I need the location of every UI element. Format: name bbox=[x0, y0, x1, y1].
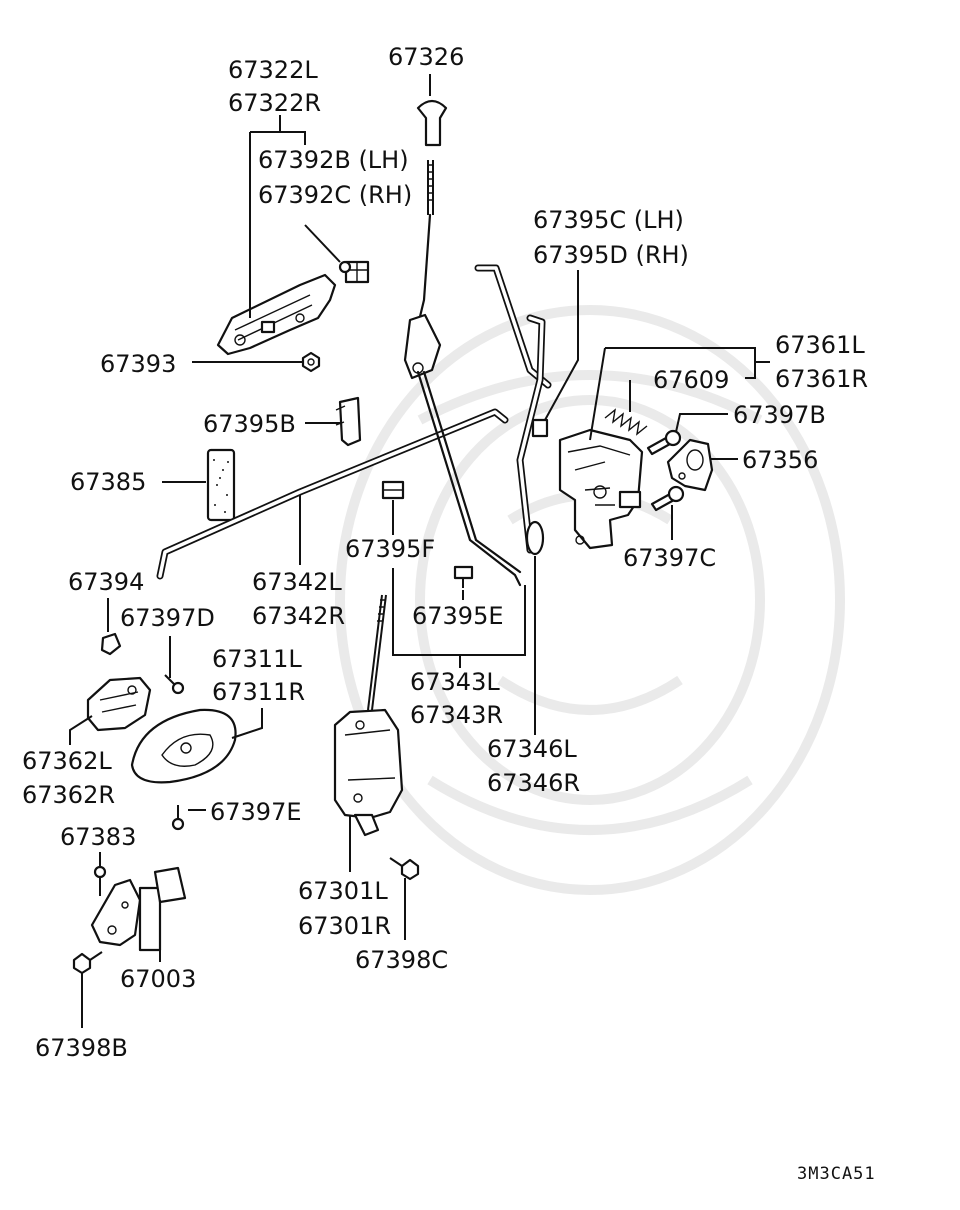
label-67395B: 67395B bbox=[203, 410, 296, 438]
label-67301L: 67301L bbox=[298, 877, 388, 905]
striker-part bbox=[666, 438, 714, 492]
latch-clip-part bbox=[531, 418, 549, 438]
label-67322L: 67322L bbox=[228, 56, 318, 84]
label-67343R: 67343R bbox=[410, 701, 503, 729]
label-67395F: 67395F bbox=[345, 535, 435, 563]
label-67394: 67394 bbox=[68, 568, 144, 596]
spring-part bbox=[604, 408, 648, 436]
foam-pad-part bbox=[206, 448, 236, 522]
label-67397B: 67397B bbox=[733, 401, 826, 429]
label-67395C: 67395C (LH) bbox=[533, 206, 684, 234]
bolt-b-part bbox=[72, 951, 103, 975]
lock-knob-part bbox=[416, 99, 448, 215]
label-67392B: 67392B (LH) bbox=[258, 146, 409, 174]
screw-d-part bbox=[164, 674, 185, 695]
label-67362L: 67362L bbox=[22, 747, 112, 775]
label-67397C: 67397C bbox=[623, 544, 716, 572]
leader-lines bbox=[69, 74, 770, 1028]
label-67385: 67385 bbox=[70, 468, 146, 496]
part-labels: 67322L 67322R 67326 67392B (LH) 67392C (… bbox=[22, 43, 876, 1184]
label-67311L: 67311L bbox=[212, 645, 302, 673]
rod-holder-bracket-part bbox=[335, 396, 362, 447]
label-67383: 67383 bbox=[60, 823, 136, 851]
label-67361R: 67361R bbox=[775, 365, 868, 393]
label-67397E: 67397E bbox=[210, 798, 302, 826]
label-67311R: 67311R bbox=[212, 678, 305, 706]
rod-clip-part bbox=[338, 260, 370, 284]
label-67395E: 67395E bbox=[412, 602, 504, 630]
label-67609: 67609 bbox=[653, 366, 729, 394]
diagram-code: 3M3CA51 bbox=[797, 1164, 876, 1184]
middle-rod bbox=[416, 370, 522, 587]
label-67342L: 67342L bbox=[252, 568, 342, 596]
label-67361L: 67361L bbox=[775, 331, 865, 359]
watermark-emblem bbox=[335, 305, 845, 895]
label-67326: 67326 bbox=[388, 43, 464, 71]
lock-actuator-part bbox=[333, 594, 404, 837]
label-67346R: 67346R bbox=[487, 769, 580, 797]
label-67346L: 67346L bbox=[487, 735, 577, 763]
rod-loop bbox=[525, 520, 545, 556]
latch-rod-inner bbox=[518, 316, 544, 552]
outside-handle-part bbox=[216, 273, 337, 356]
long-rod-inner bbox=[158, 410, 507, 578]
label-67322R: 67322R bbox=[228, 89, 321, 117]
nut-part bbox=[301, 351, 321, 373]
label-67398C: 67398C bbox=[355, 946, 448, 974]
clip-67394-part bbox=[100, 632, 122, 656]
label-67392C: 67392C (RH) bbox=[258, 181, 412, 209]
label-67342R: 67342R bbox=[252, 602, 345, 630]
middle-rod-parallel bbox=[422, 370, 522, 574]
screw-c-part bbox=[650, 485, 685, 512]
small-clip-part bbox=[381, 480, 405, 500]
bolt-c-part bbox=[389, 857, 420, 881]
label-67362R: 67362R bbox=[22, 781, 115, 809]
screw-e-part bbox=[171, 805, 185, 831]
label-67395D: 67395D (RH) bbox=[533, 241, 689, 269]
door-check-part bbox=[90, 866, 187, 952]
label-67003: 67003 bbox=[120, 965, 196, 993]
handle-escutcheon-part bbox=[130, 708, 237, 784]
label-67356: 67356 bbox=[742, 446, 818, 474]
label-67393: 67393 bbox=[100, 350, 176, 378]
inside-handle-part bbox=[86, 676, 152, 732]
label-67301R: 67301R bbox=[298, 912, 391, 940]
label-67397D: 67397D bbox=[120, 604, 215, 632]
pin-part bbox=[93, 865, 107, 896]
door-latch-part bbox=[558, 428, 644, 550]
rod-clip-e-part bbox=[453, 565, 474, 588]
label-67343L: 67343L bbox=[410, 668, 500, 696]
link-lever-part bbox=[403, 313, 442, 380]
screw-b-part bbox=[646, 429, 682, 456]
lock-rod bbox=[416, 213, 432, 327]
label-67398B: 67398B bbox=[35, 1034, 128, 1062]
